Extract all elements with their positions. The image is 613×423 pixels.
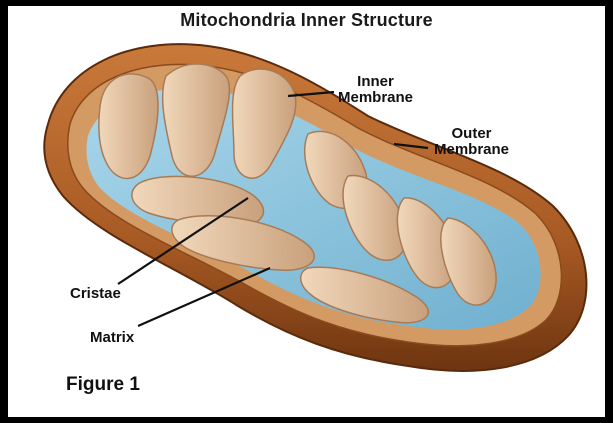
inner-membrane-label-line1: Inner (338, 74, 413, 90)
figure-frame: Mitochondria Inner Structure Inner Membr… (8, 6, 605, 417)
inner-membrane-label-line2: Membrane (338, 90, 413, 106)
figure-caption: Figure 1 (66, 374, 140, 396)
mitochondrion-diagram (8, 6, 605, 417)
outer-membrane-label-line1: Outer (434, 126, 509, 142)
matrix-label: Matrix (90, 330, 134, 346)
page-title: Mitochondria Inner Structure (8, 10, 605, 31)
inner-membrane-label: Inner Membrane (338, 74, 413, 106)
cristae-label: Cristae (70, 286, 121, 302)
outer-membrane-label: Outer Membrane (434, 126, 509, 158)
outer-membrane-label-line2: Membrane (434, 142, 509, 158)
